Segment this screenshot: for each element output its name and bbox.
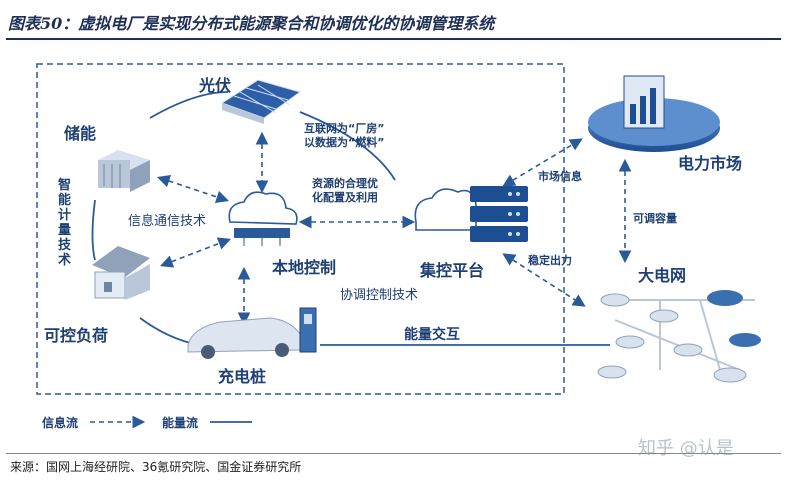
note-resource-opt-1: 资源的合理优: [312, 177, 378, 190]
note-smart-metering-tech: 智能计量技术: [58, 178, 72, 268]
flow-platform-market: [502, 138, 583, 187]
source-note: 来源：国网上海经研院、36氪研究院、国金证券研究所: [10, 460, 302, 474]
arc-solar-platform: [299, 111, 396, 181]
note-data-fuel: 以数据为“燃料”: [304, 136, 385, 149]
charging-pile-icon: [299, 307, 317, 353]
arc-storage-load: [91, 199, 96, 261]
source-rule: [6, 453, 781, 454]
label-main-grid: 大电网: [638, 266, 687, 285]
note-stable-output: 稳定出力: [528, 254, 572, 267]
central-platform-icon: [414, 186, 528, 242]
note-energy-exchange: 能量交互: [404, 327, 460, 343]
house-icon: [92, 246, 150, 300]
legend-info-flow: 信息流: [42, 416, 79, 430]
figure-title: 图表50：虚拟电厂是实现分布式能源聚合和协调优化的协调管理系统: [8, 14, 495, 33]
flow-load-local: [160, 237, 231, 268]
battery-storage-icon: [98, 150, 150, 192]
local-cloud-icon: [228, 191, 298, 246]
label-power-market: 电力市场: [678, 154, 743, 173]
note-internet-factory: 互联网为“厂房”: [304, 122, 385, 135]
legend-energy-flow: 能量流: [162, 416, 199, 430]
flow-storage-local: [156, 174, 230, 204]
grid-network-icon: [597, 290, 761, 383]
power-market-icon: [588, 75, 720, 152]
arc-storage-solar: [149, 91, 229, 119]
label-controllable-load: 可控负荷: [44, 326, 109, 345]
label-central-platform: 集控平台: [420, 261, 485, 280]
note-info-comm-tech: 信息通信技术: [128, 214, 207, 229]
note-resource-opt-2: 化配置及利用: [312, 191, 378, 204]
watermark: 知乎 @认是: [638, 438, 734, 459]
vpp-boundary: [36, 63, 565, 395]
label-charging-pile: 充电桩: [218, 367, 267, 386]
note-adjustable-capacity: 可调容量: [633, 212, 677, 225]
note-coord-control-tech: 协调控制技术: [340, 288, 419, 303]
label-solar: 光伏: [199, 76, 232, 95]
label-storage: 储能: [64, 124, 97, 143]
title-rule: [6, 38, 781, 40]
flow-platform-grid: [502, 253, 586, 307]
label-local-control: 本地控制: [272, 258, 337, 277]
solar-panel-icon: [220, 79, 302, 124]
note-market-info: 市场信息: [538, 170, 582, 183]
electric-car-icon: [187, 317, 301, 359]
